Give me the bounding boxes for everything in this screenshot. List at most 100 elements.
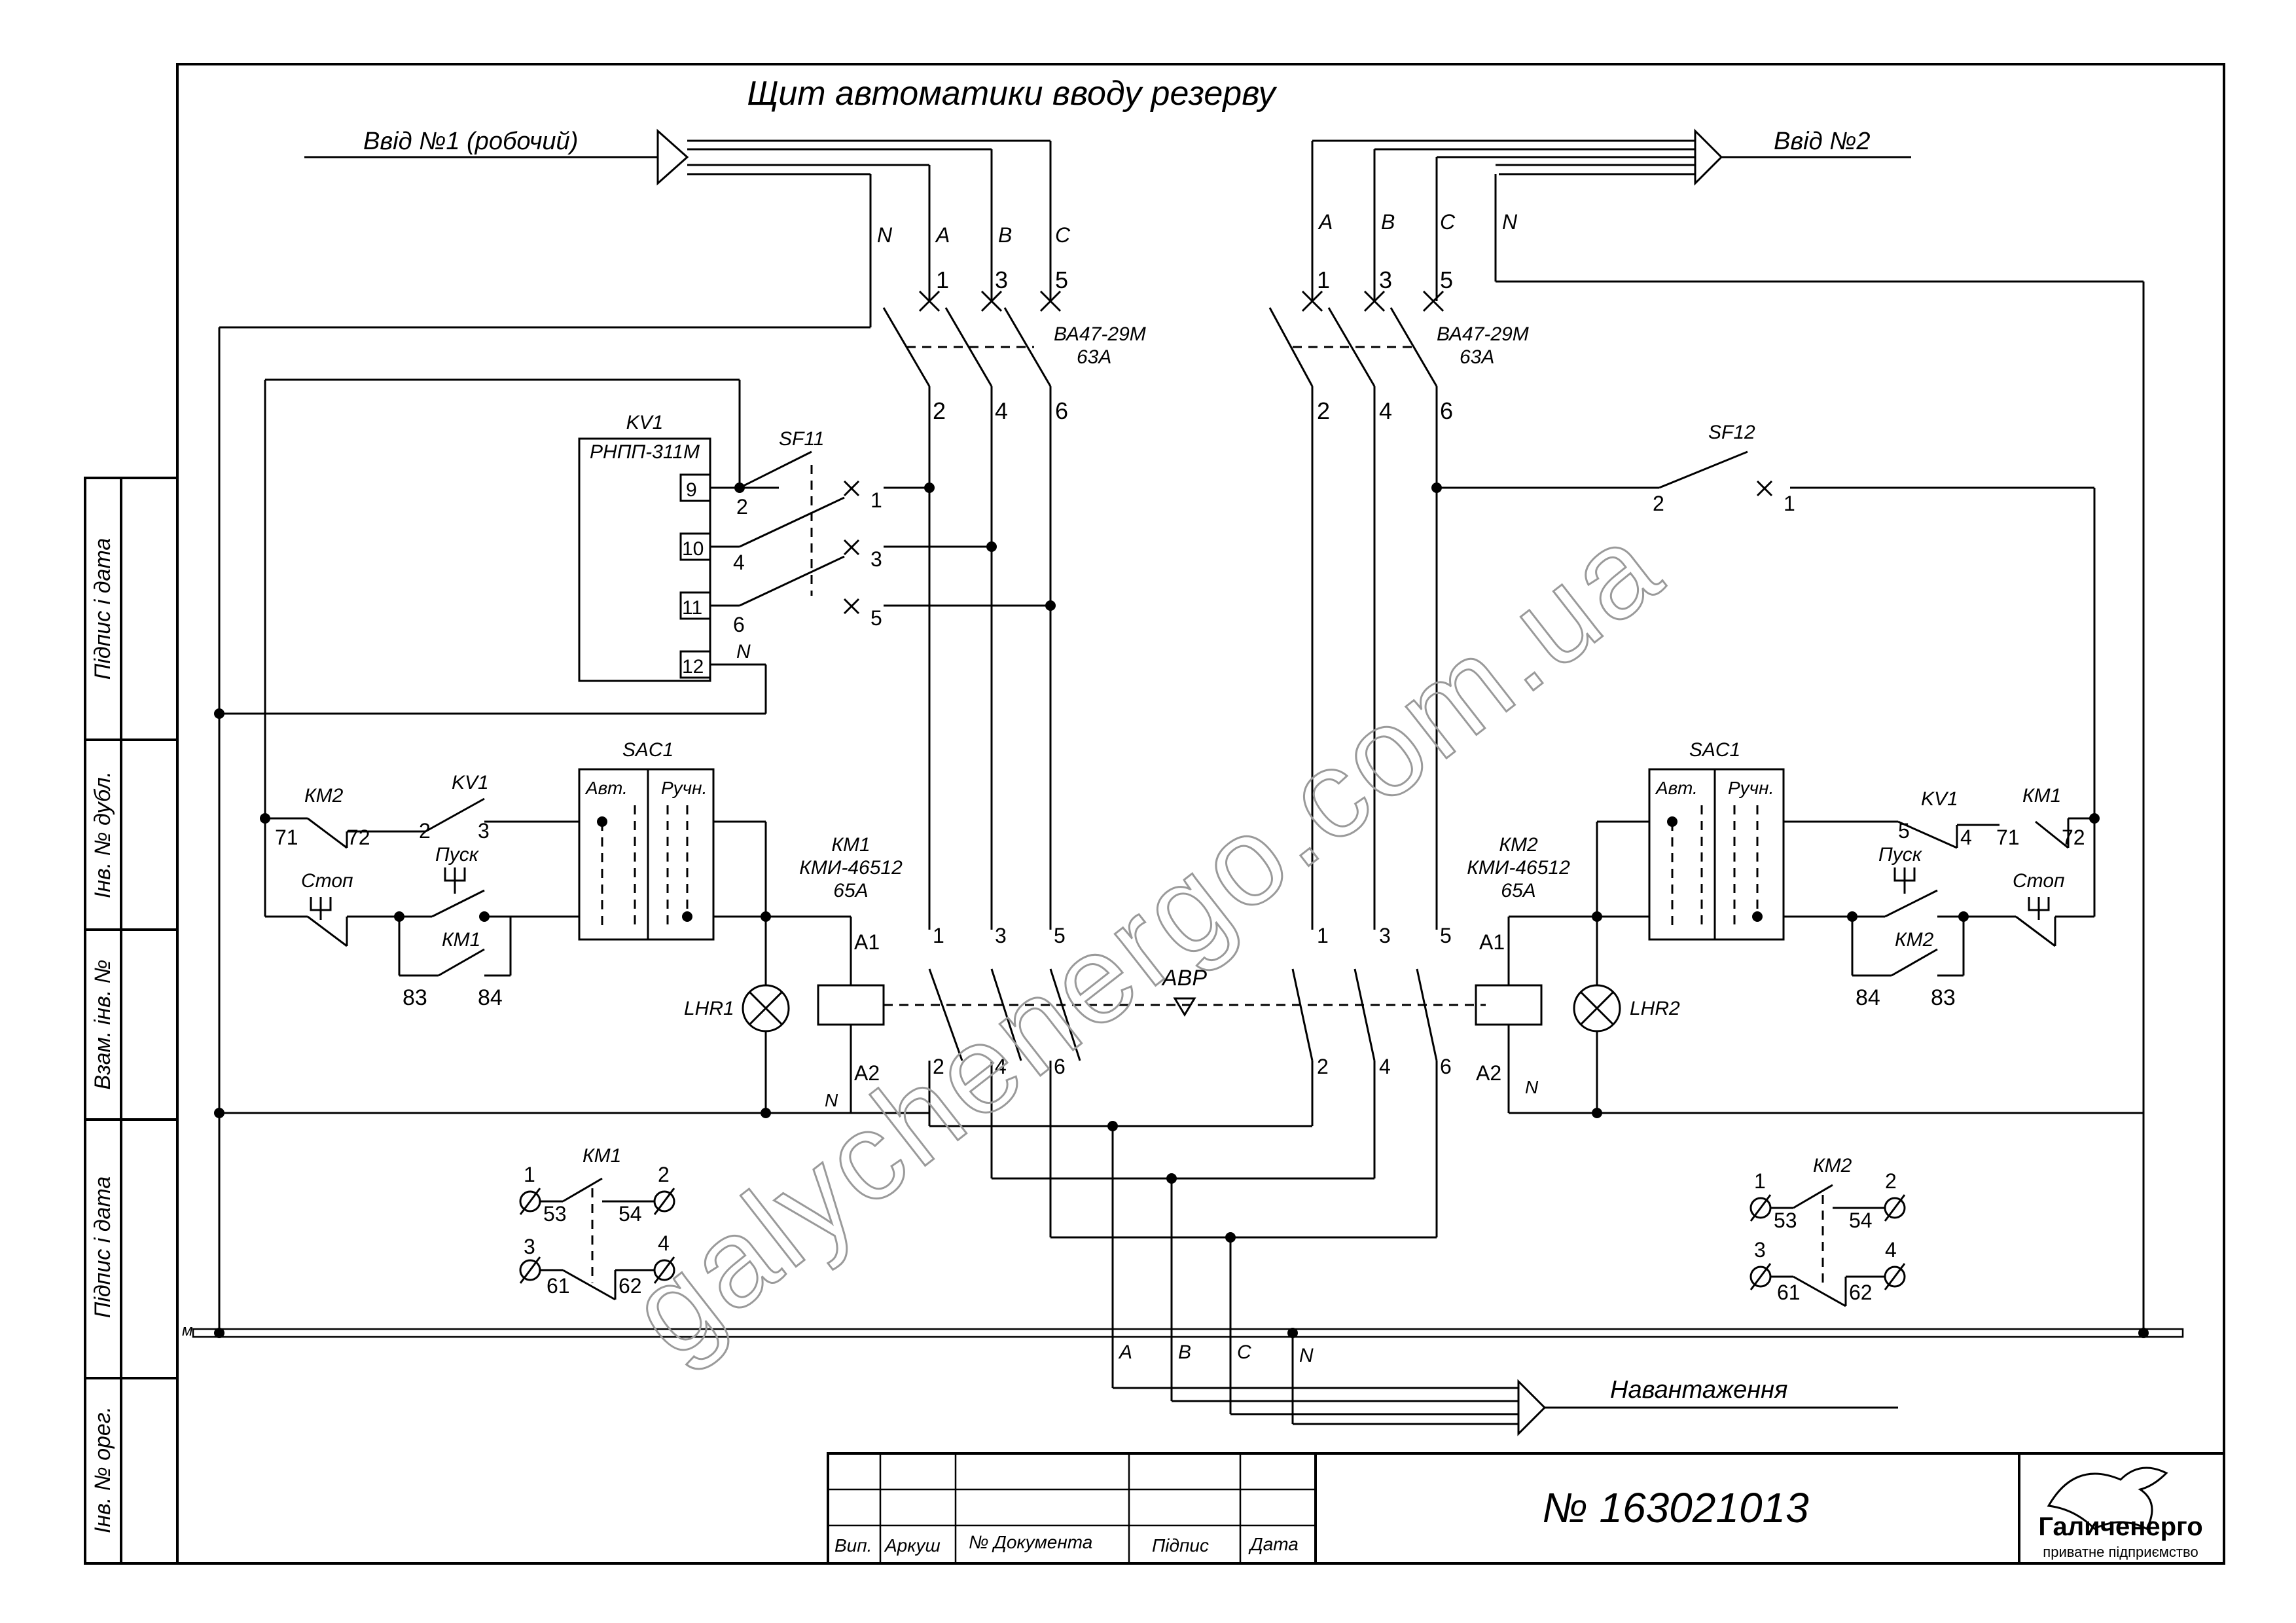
stop-left-label: Стоп	[301, 870, 353, 892]
km1-aux-tag: КМ1	[583, 1145, 621, 1167]
qf2-model: ВА47-29М	[1437, 323, 1529, 345]
km2-aux-t3: 3	[1754, 1238, 1766, 1262]
km2-main-5: 5	[1440, 924, 1452, 947]
km2-left-71: 71	[275, 826, 298, 849]
km2-tag: КМ2	[1499, 834, 1538, 856]
km1-aux-54: 54	[619, 1202, 642, 1226]
km2-aux-53: 53	[1774, 1209, 1797, 1232]
left-control-wiring	[214, 327, 929, 1336]
stamp-dup-inv: Інв. № дубл.	[90, 771, 115, 898]
km1-a1: A1	[854, 930, 880, 954]
km2-rating: 65А	[1501, 880, 1535, 902]
qf2-term-4: 4	[1379, 397, 1392, 424]
km2-aux-t2: 2	[1885, 1169, 1897, 1193]
input2-label: Ввід №2	[1774, 128, 1870, 155]
phase-c2-label: C	[1440, 210, 1456, 234]
qf1-term-4: 4	[995, 397, 1008, 424]
km1-aux-t4: 4	[658, 1231, 670, 1255]
input1-feeder: Ввід №1 (робочий) N A B C	[219, 128, 1071, 329]
km1-aux-t3: 3	[524, 1235, 535, 1258]
qf2-term-2: 2	[1317, 397, 1330, 424]
phase-b2-label: B	[1381, 210, 1395, 234]
phase-c-label: C	[1055, 223, 1071, 247]
stamp-replaced-inv: Взам. інв. №	[90, 960, 115, 1090]
km2-model: КМИ-46512	[1467, 857, 1570, 879]
sf11-term-3: 3	[870, 547, 882, 571]
km2-main-2: 2	[1317, 1055, 1329, 1078]
tb-col-arkush: Аркуш	[884, 1535, 941, 1556]
km2-main-4: 4	[1379, 1055, 1391, 1078]
stamp-signature-1: Підпис і дата	[90, 538, 115, 680]
qf1-term-2: 2	[933, 397, 946, 424]
km2-coil: КМ2 КМИ-46512 65А A1 A2 N LHR2	[1467, 834, 2144, 1118]
sf11-term-1: 1	[870, 488, 882, 512]
qf1-term-6: 6	[1055, 397, 1068, 424]
km2-aux-t4: 4	[1885, 1238, 1897, 1262]
km1-right-71: 71	[1996, 826, 2020, 849]
km1-aux-left-tag: КМ1	[442, 929, 480, 951]
phase-n2-label: N	[1502, 210, 1518, 234]
start-right-label: Пуск	[1878, 844, 1923, 866]
watermark: galychenergo.com.ua	[605, 496, 1687, 1383]
qf2-term-1: 1	[1317, 266, 1330, 293]
kv1-left-tag: KV1	[452, 772, 489, 793]
km1-a2: A2	[854, 1061, 880, 1085]
km1-right-tag: КМ1	[2022, 785, 2061, 807]
sf12-breaker: SF12 2 1	[1431, 422, 2096, 917]
km2-n-label: N	[1525, 1077, 1539, 1097]
tb-col-signature: Підпис	[1152, 1535, 1209, 1556]
sac1-left-auto: Авт.	[584, 778, 628, 798]
tb-col-doc: № Документа	[969, 1532, 1092, 1552]
sac1-left-manual: Ручн.	[661, 778, 707, 798]
km2-aux-t1: 1	[1754, 1169, 1766, 1193]
neutral-bus: м	[182, 1322, 2184, 1340]
km1-aux-62: 62	[619, 1274, 642, 1298]
km1-rating: 65А	[833, 880, 868, 902]
sac1-right-manual: Ручн.	[1728, 778, 1774, 798]
sf11-term-2: 2	[736, 495, 748, 519]
lhr1-label: LHR1	[684, 998, 734, 1019]
km1-aux-53: 53	[543, 1202, 567, 1226]
km2-left-72: 72	[347, 826, 370, 849]
kv1-n-label: N	[736, 641, 751, 663]
page-title: Щит автоматики вводу резерву	[747, 75, 1277, 113]
qf1-term-3: 3	[995, 266, 1008, 293]
load-label: Навантаження	[1610, 1376, 1787, 1404]
qf2-rating: 63А	[1460, 346, 1494, 368]
km2-aux-61: 61	[1777, 1281, 1801, 1304]
avr-label: АВР	[1161, 966, 1207, 991]
kv1-relay: KV1 РНПП-311М 9 10 11 12 N	[219, 412, 779, 715]
km2-aux-83: 83	[1931, 985, 1956, 1010]
sf12-term-1: 1	[1784, 492, 1795, 515]
sf11-tag: SF11	[779, 428, 824, 450]
kv1-term-11: 11	[682, 597, 702, 619]
avr-interlock: АВР	[884, 966, 1486, 1017]
input1-label: Ввід №1 (робочий)	[363, 128, 578, 155]
stop-right-label: Стоп	[2013, 870, 2065, 892]
km2-a2: A2	[1476, 1061, 1501, 1085]
tb-col-date: Дата	[1248, 1534, 1299, 1554]
km2-aux-62: 62	[1849, 1281, 1873, 1304]
km1-n-label: N	[825, 1090, 838, 1110]
km2-main-6: 6	[1440, 1055, 1452, 1078]
km1-main-1: 1	[933, 924, 944, 947]
tb-col-vyp: Вип.	[834, 1535, 872, 1556]
company-logo: Галиченерго приватне підприємство	[2038, 1467, 2203, 1560]
km1-aux-84: 84	[478, 985, 503, 1010]
km1-aux-t2: 2	[658, 1163, 670, 1186]
kv1-term-10: 10	[682, 538, 704, 560]
sf11-breaker: SF11 2 4 6 1 3 5	[733, 428, 1056, 636]
kv1-left-3: 3	[478, 819, 490, 843]
km2-left-tag: КМ2	[304, 785, 344, 807]
km1-aux-t1: 1	[524, 1163, 535, 1186]
km2-aux-84: 84	[1856, 985, 1880, 1010]
sf12-tag: SF12	[1708, 422, 1755, 443]
bus-label: м	[182, 1322, 192, 1340]
km2-aux-54: 54	[1849, 1209, 1873, 1232]
drawing-frame	[84, 63, 2225, 1565]
qf1-model: ВА47-29М	[1054, 323, 1146, 345]
sac1-left-tag: SAC1	[622, 739, 673, 761]
km1-coil: КМ1 КМИ-46512 65А A1 A2 N LHR1	[684, 834, 903, 1118]
company-name: Галиченерго	[2038, 1512, 2202, 1541]
km1-main-contacts: 1 3 5 2 4 6	[928, 924, 1081, 1237]
